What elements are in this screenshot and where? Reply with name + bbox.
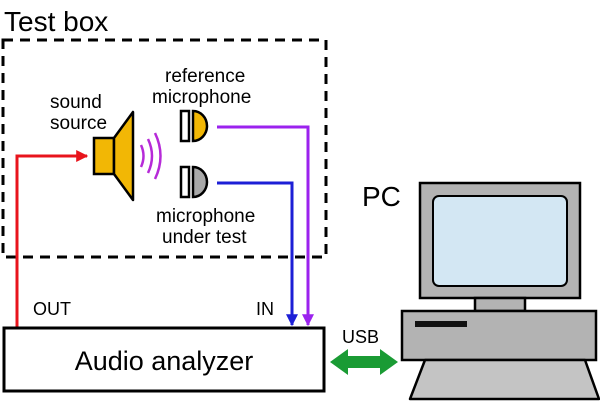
- reference-microphone-label-2: microphone: [152, 87, 251, 108]
- sound-source-label-2: source: [50, 113, 107, 134]
- audio-analyzer-box: [2, 326, 326, 393]
- sound-waves-icon: [139, 132, 162, 180]
- reference-microphone-label-1: reference: [165, 66, 245, 87]
- dut-signal-line: [217, 181, 298, 327]
- speaker-icon: [92, 110, 135, 202]
- in-label: IN: [256, 299, 274, 319]
- usb-label: USB: [342, 327, 379, 347]
- audio-analyzer-label: Audio analyzer: [75, 346, 254, 376]
- dut-microphone-icon: [179, 165, 209, 199]
- out-label: OUT: [33, 299, 71, 319]
- dut-microphone-label-2: under test: [162, 227, 247, 248]
- output-signal-line: [15, 150, 89, 327]
- usb-link-icon: [330, 349, 398, 375]
- test-box-border: [1, 38, 328, 259]
- dut-microphone-label-1: microphone: [156, 206, 255, 227]
- computer-icon: [400, 181, 600, 401]
- pc-label: PC: [362, 181, 401, 212]
- sound-source-label-1: sound: [50, 92, 102, 113]
- reference-signal-line: [217, 125, 314, 327]
- test-box-title: Test box: [4, 6, 108, 37]
- reference-microphone-icon: [179, 109, 209, 143]
